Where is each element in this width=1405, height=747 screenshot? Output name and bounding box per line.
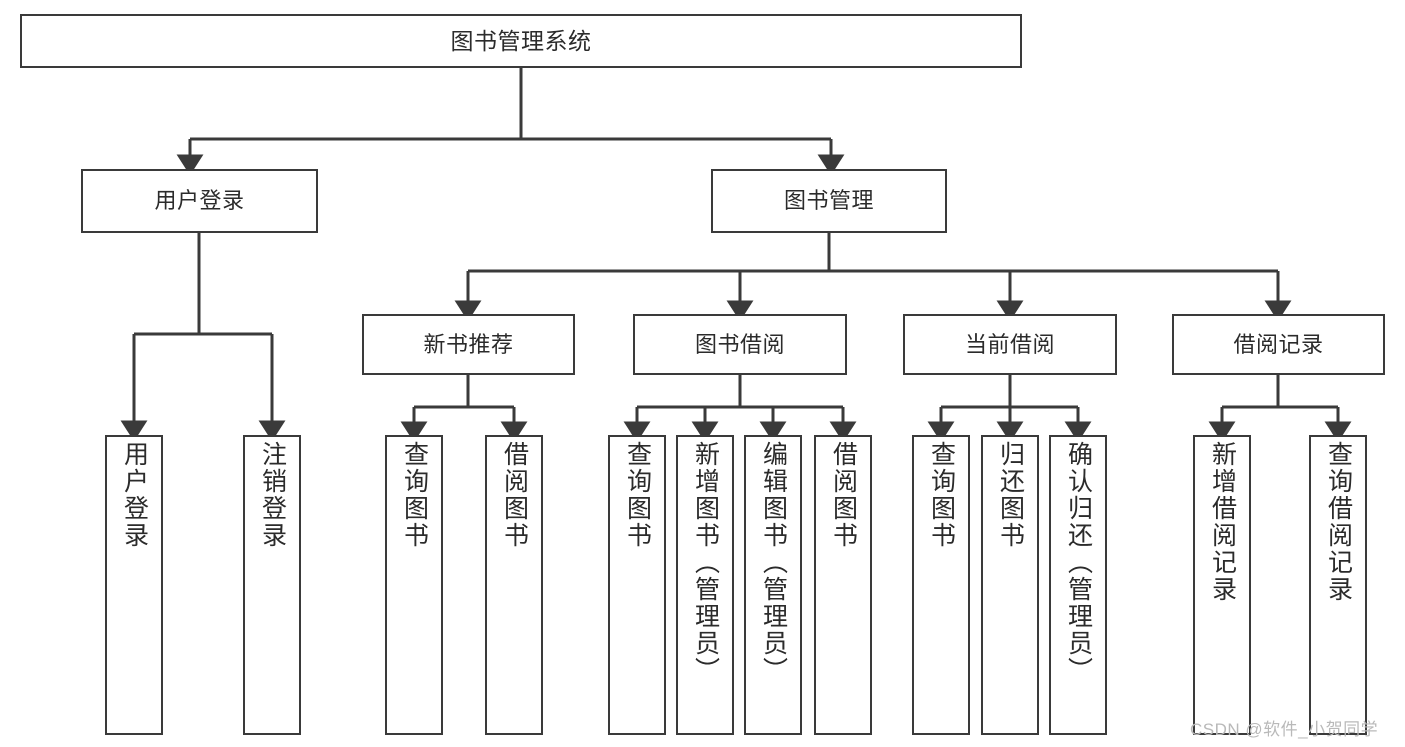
node-user-login-label: 用户登录 (154, 188, 245, 214)
node-leaf-confirm-return-label: 确认归还（管理员） (1064, 441, 1093, 684)
node-book-borrow-label: 图书借阅 (694, 331, 785, 357)
node-leaf-logout-label: 注销登录 (258, 441, 287, 549)
node-leaf-return-book[interactable]: 归还图书 (981, 435, 1039, 735)
node-leaf-query-book-3-label: 查询图书 (927, 441, 956, 549)
node-borrow-record-label: 借阅记录 (1233, 331, 1324, 357)
node-current-borrow[interactable]: 当前借阅 (903, 314, 1117, 375)
node-leaf-query-record[interactable]: 查询借阅记录 (1309, 435, 1367, 735)
node-borrow-record[interactable]: 借阅记录 (1172, 314, 1385, 375)
node-root-label: 图书管理系统 (450, 27, 592, 54)
node-new-book-rec-label: 新书推荐 (423, 331, 514, 357)
node-leaf-query-book-1-label: 查询图书 (400, 441, 429, 549)
node-leaf-borrow-book-2[interactable]: 借阅图书 (814, 435, 872, 735)
node-leaf-query-book-3[interactable]: 查询图书 (912, 435, 970, 735)
node-leaf-query-record-label: 查询借阅记录 (1324, 441, 1353, 603)
node-leaf-query-book-2[interactable]: 查询图书 (608, 435, 666, 735)
node-leaf-user-login-label: 用户登录 (120, 441, 149, 549)
node-leaf-logout[interactable]: 注销登录 (243, 435, 301, 735)
node-leaf-return-book-label: 归还图书 (996, 441, 1025, 549)
node-leaf-edit-book[interactable]: 编辑图书（管理员） (744, 435, 802, 735)
node-leaf-query-book-1[interactable]: 查询图书 (385, 435, 443, 735)
node-leaf-edit-book-label: 编辑图书（管理员） (759, 441, 788, 684)
node-leaf-borrow-book-1-label: 借阅图书 (500, 441, 529, 549)
csdn-watermark: CSDN @软件_小贺同学 (1190, 720, 1379, 739)
node-book-manage[interactable]: 图书管理 (711, 169, 947, 233)
node-leaf-add-book-label: 新增图书（管理员） (691, 441, 720, 684)
node-leaf-borrow-book-1[interactable]: 借阅图书 (485, 435, 543, 735)
node-leaf-user-login[interactable]: 用户登录 (105, 435, 163, 735)
node-book-manage-label: 图书管理 (783, 188, 874, 214)
node-leaf-add-book[interactable]: 新增图书（管理员） (676, 435, 734, 735)
node-current-borrow-label: 当前借阅 (964, 331, 1055, 357)
node-root[interactable]: 图书管理系统 (20, 14, 1022, 68)
node-leaf-confirm-return[interactable]: 确认归还（管理员） (1049, 435, 1107, 735)
node-leaf-query-book-2-label: 查询图书 (623, 441, 652, 549)
node-leaf-borrow-book-2-label: 借阅图书 (829, 441, 858, 549)
node-book-borrow[interactable]: 图书借阅 (633, 314, 847, 375)
node-user-login[interactable]: 用户登录 (81, 169, 318, 233)
node-leaf-add-record-label: 新增借阅记录 (1208, 441, 1237, 603)
node-leaf-add-record[interactable]: 新增借阅记录 (1193, 435, 1251, 735)
node-new-book-rec[interactable]: 新书推荐 (362, 314, 575, 375)
